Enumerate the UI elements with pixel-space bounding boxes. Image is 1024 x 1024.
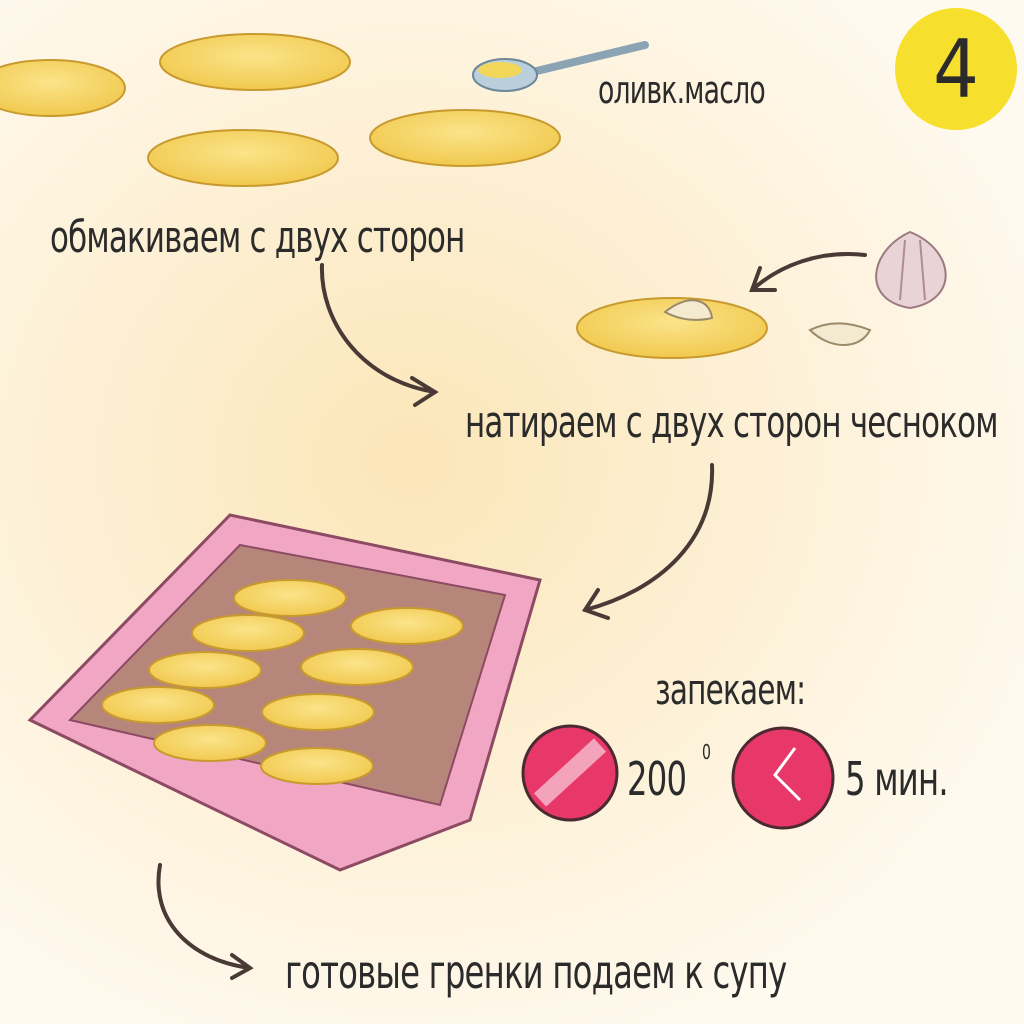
time-value: 5 мин. [845, 752, 949, 806]
bread-slice [0, 59, 126, 117]
spoon-icon [472, 41, 649, 92]
temperature-dial-icon [521, 724, 619, 822]
bread-slice [147, 129, 339, 187]
arrows [156, 252, 867, 980]
dip-instruction: обмакиваем с двух сторон [50, 212, 465, 263]
olive-oil-label: оливк.масло [598, 68, 766, 112]
temperature-value: 200 [627, 752, 687, 806]
baking-tray [27, 513, 542, 872]
degree-sign: 0 [702, 740, 711, 764]
bread-slices [0, 33, 768, 359]
rub-garlic-instruction: натираем с двух сторон чесноком [465, 397, 999, 448]
bread-slice [159, 33, 351, 91]
bake-label: запекаем: [655, 665, 806, 714]
tray-slices [101, 579, 464, 785]
serve-instruction: готовые гренки подаем к супу [285, 945, 787, 999]
garlic-icon [663, 230, 947, 346]
bread-slice [576, 297, 768, 359]
clock-icon [731, 726, 835, 830]
bread-slice [369, 109, 561, 167]
step-number-badge: 4 [895, 8, 1017, 130]
